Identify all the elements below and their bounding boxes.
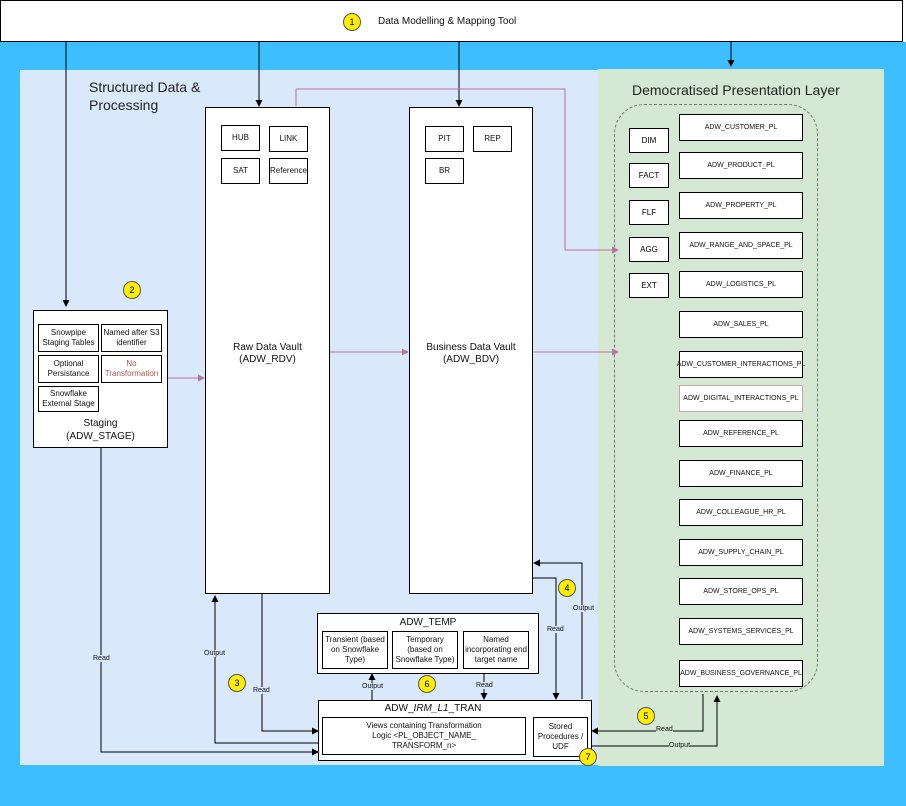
pl-customer: ADW_CUSTOMER_PL	[679, 114, 803, 141]
pl-finance: ADW_FINANCE_PL	[679, 460, 803, 487]
staging-item-named: Named after S3 identifier	[101, 324, 162, 352]
label-output-rdv: Output	[204, 650, 226, 657]
pl-digital-interactions: ADW_DIGITAL_INTERACTIONS_PL	[679, 385, 803, 412]
type-fact: FACT	[629, 163, 669, 188]
pl-business-governance: ADW_BUSINESS_GOVERNANCE_PL	[679, 660, 803, 687]
bdv-box	[409, 107, 533, 594]
staging-code: (ADW_STAGE)	[66, 431, 135, 442]
bdv-name: Business Data Vault	[426, 342, 516, 353]
staging-item-external: Snowflake External Stage	[38, 386, 99, 412]
bdv-rep: REP	[473, 126, 512, 152]
rdv-box	[205, 107, 330, 594]
rdv-code: (ADW_RDV)	[239, 354, 296, 365]
temp-temporary: Temporary (based on Snowflake Type)	[392, 631, 458, 669]
header-title: Data Modelling & Mapping Tool	[378, 16, 517, 27]
bdv-code: (ADW_BDV)	[442, 354, 500, 365]
temp-transient: Transient (based on Snowflake Type)	[322, 631, 388, 669]
rdv-hub: HUB	[221, 125, 260, 151]
pl-property: ADW_PROPERTY_PL	[679, 192, 803, 219]
staging-item-persistance: Optional Persistance	[38, 355, 99, 383]
badge-1: 1	[343, 13, 361, 31]
pl-colleague-hr: ADW_COLLEAGUE_HR_PL	[679, 499, 803, 526]
pl-customer-interactions: ADW_CUSTOMER_INTERACTIONS_PL	[677, 351, 805, 378]
label-output-bdv: Output	[573, 605, 595, 612]
pl-systems-services: ADW_SYSTEMS_SERVICES_PL	[679, 618, 803, 645]
rdv-reference: Reference	[269, 158, 308, 184]
presentation-title: Democratised Presentation Layer	[632, 82, 840, 98]
rdv-link: LINK	[269, 126, 308, 152]
tran-views: Views containing Transformation Logic <P…	[322, 717, 526, 755]
pl-product: ADW_PRODUCT_PL	[679, 152, 803, 179]
structured-title-line-2: Processing	[89, 97, 159, 113]
bdv-br: BR	[425, 158, 464, 184]
label-read-rdv: Read	[253, 687, 270, 694]
tran-title: ADW_IRM_L1_TRAN	[318, 703, 548, 714]
type-agg: AGG	[629, 237, 669, 262]
label-read-pl: Read	[656, 726, 673, 733]
badge-7: 7	[579, 748, 597, 766]
pl-store-ops: ADW_STORE_OPS_PL	[679, 578, 803, 605]
label-output-temp: Output	[362, 683, 384, 690]
pl-range-and-space: ADW_RANGE_AND_SPACE_PL	[679, 232, 803, 259]
tran-title-pre: ADW_	[384, 703, 414, 714]
structured-title-line-1: Structured Data &	[89, 79, 201, 95]
header-bar	[0, 0, 903, 42]
rdv-name: Raw Data Vault	[233, 342, 302, 353]
staging-item-no-transformation: No Transformation	[101, 355, 162, 383]
type-dim: DIM	[629, 128, 669, 153]
temp-title: ADW_TEMP	[399, 617, 457, 628]
presentation-container	[614, 104, 818, 692]
type-flf: FLF	[629, 200, 669, 225]
structured-title: Structured Data & Processing	[89, 78, 200, 114]
rdv-sat: SAT	[221, 158, 260, 184]
badge-2: 2	[123, 281, 141, 299]
pl-sales: ADW_SALES_PL	[679, 311, 803, 338]
badge-5: 5	[637, 707, 655, 725]
label-output-pl: Output	[669, 742, 691, 749]
pl-supply-chain: ADW_SUPPLY_CHAIN_PL	[679, 539, 803, 566]
staging-item-snowpipe: Snowpipe Staging Tables	[38, 324, 99, 352]
label-read-staging: Read	[93, 655, 110, 662]
pl-reference: ADW_REFERENCE_PL	[679, 420, 803, 447]
label-read-temp: Read	[476, 682, 493, 689]
badge-4: 4	[558, 579, 576, 597]
bdv-pit: PIT	[425, 126, 464, 152]
tran-title-em: IRM_L1	[413, 703, 449, 714]
staging-name: Staging	[83, 418, 118, 429]
badge-3: 3	[228, 674, 246, 692]
type-ext: EXT	[629, 273, 669, 298]
pl-logistics: ADW_LOGISTICS_PL	[679, 271, 803, 298]
tran-stored: Stored Procedures / UDF	[533, 717, 588, 757]
label-read-bdv: Read	[547, 626, 564, 633]
badge-6: 6	[418, 675, 436, 693]
tran-title-post: _TRAN	[448, 703, 482, 714]
temp-named: Named incorporating end target name	[463, 631, 529, 669]
